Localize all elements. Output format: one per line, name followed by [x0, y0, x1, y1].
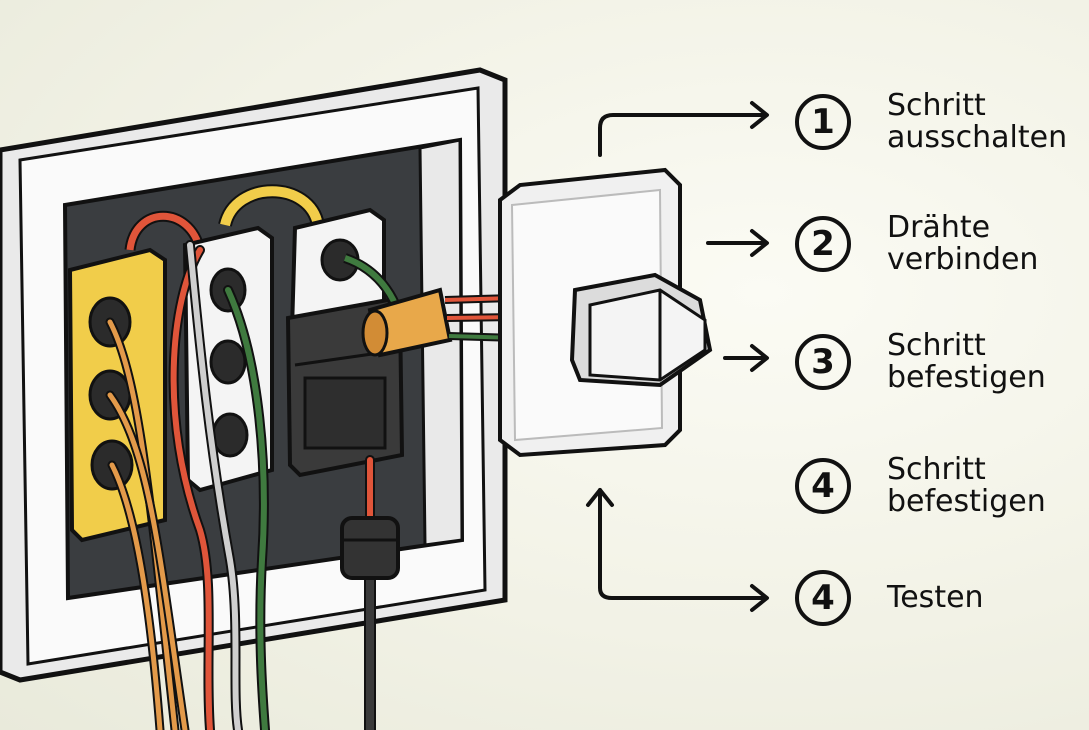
step-2-label: Drähte verbinden: [887, 212, 1089, 276]
step-2: 2 Drähte verbinden: [795, 212, 1089, 276]
step-3-line2: befestigen: [887, 360, 1046, 395]
step-2-line2: verbinden: [887, 242, 1039, 277]
step-2-line1: Drähte: [887, 210, 991, 245]
step-1: 1 Schritt ausschalten: [795, 90, 1089, 154]
step-3-label: Schritt befestigen: [887, 330, 1089, 394]
step-4-number: 4: [795, 458, 851, 514]
step-5-number: 4: [795, 570, 851, 626]
step-1-line1: Schritt: [887, 88, 986, 123]
step-1-label: Schritt ausschalten: [887, 90, 1089, 154]
step-4: 4 Schritt befestigen: [795, 454, 1089, 518]
step-4-label: Schritt befestigen: [887, 454, 1089, 518]
step-4-line2: befestigen: [887, 484, 1046, 519]
hanging-wires: [105, 240, 376, 730]
step-arrows: [586, 101, 769, 612]
step-5-label: Testen: [887, 582, 1089, 614]
step-5-line1: Testen: [887, 580, 984, 615]
step-5: 4 Testen: [795, 570, 1089, 626]
step-4-line1: Schritt: [887, 452, 986, 487]
cable-grommet: [340, 516, 400, 580]
step-3-line1: Schritt: [887, 328, 986, 363]
step-1-number: 1: [795, 94, 851, 150]
step-1-line2: ausschalten: [887, 120, 1068, 155]
switch-device: [498, 167, 713, 458]
step-3-number: 3: [795, 334, 851, 390]
step-2-number: 2: [795, 216, 851, 272]
step-3: 3 Schritt befestigen: [795, 330, 1089, 394]
